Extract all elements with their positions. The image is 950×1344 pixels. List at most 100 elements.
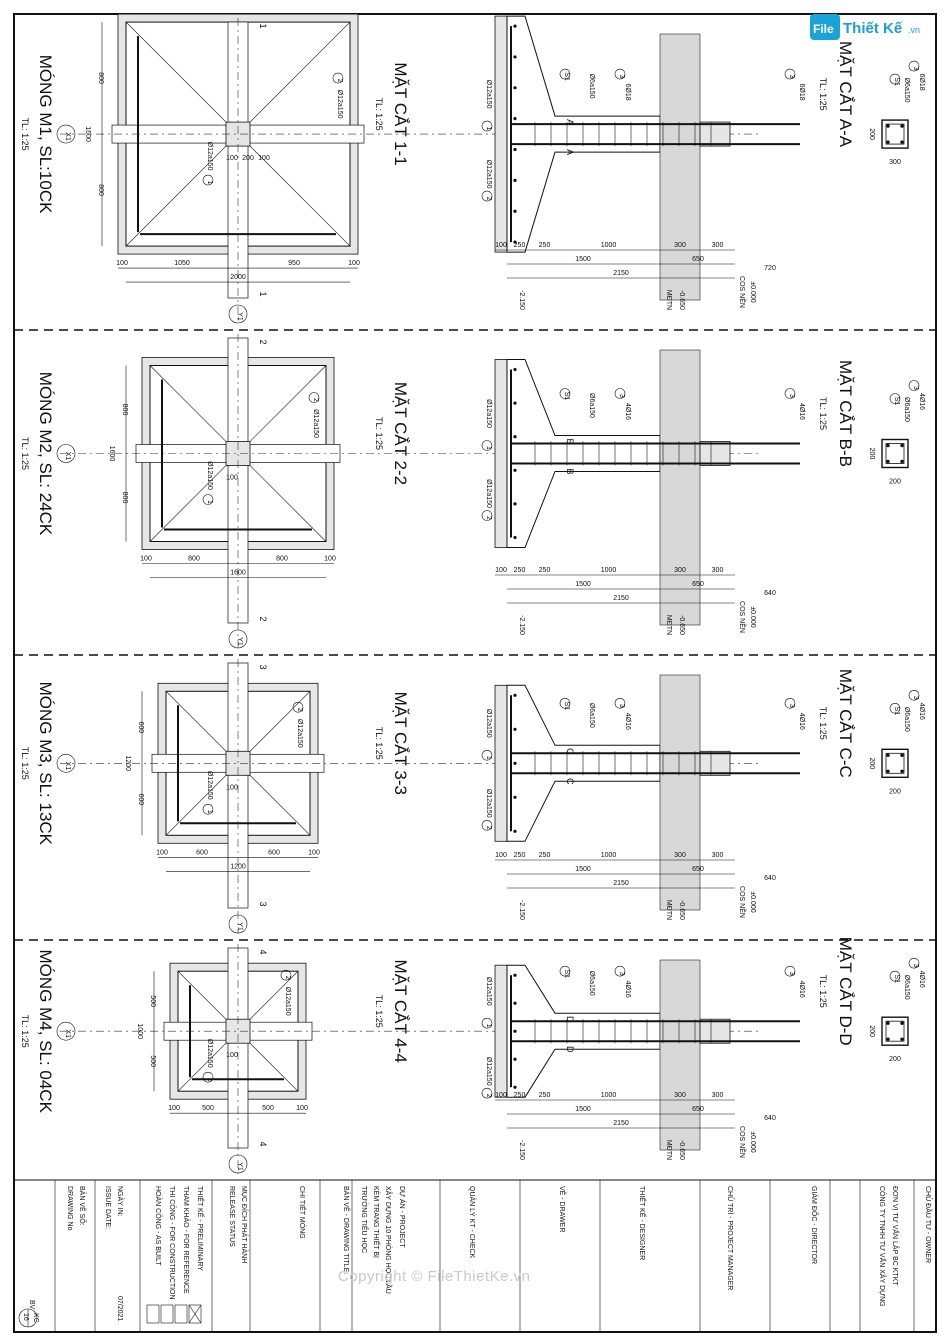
rebar-mark-circle xyxy=(559,68,571,80)
level-value: ±0.000 xyxy=(749,1131,756,1152)
rebar-mark-circle xyxy=(292,701,304,713)
plan-side-dim-total: 1600 xyxy=(108,446,115,462)
section-dim-value: 1000 xyxy=(601,852,617,859)
plan-side-dim: 500 xyxy=(149,1055,156,1067)
bar-dot xyxy=(513,1001,517,1005)
level-label: COS NỀN xyxy=(738,601,748,633)
section-dim-value: 1500 xyxy=(575,581,591,588)
rebar-mark: 1 xyxy=(485,446,492,450)
rebar-mark-circle xyxy=(889,702,901,714)
plan-dim-value: 500 xyxy=(262,1105,274,1112)
section-dim-value: 650 xyxy=(692,866,704,873)
rebar-mark: 2 xyxy=(485,826,492,830)
column-section-scale: TL: 1:25 xyxy=(818,707,828,740)
level-value: ±0.000 xyxy=(749,606,756,627)
stirrup-label: Ø6a150 xyxy=(588,703,595,728)
column-dim: 100 xyxy=(226,155,238,162)
status-checkbox xyxy=(174,1304,188,1324)
column-bar-dot xyxy=(886,459,890,464)
foundation-scale: TL: 1:25 xyxy=(20,1015,30,1048)
rebar-mark-circle xyxy=(908,380,920,391)
bar-dot xyxy=(513,727,517,731)
axis-y-bubble-circle xyxy=(228,914,248,934)
axis-y-bubble-circle xyxy=(228,629,248,649)
rebar-mark-circle xyxy=(889,73,901,85)
main-bar-label: 4Ø16 xyxy=(624,981,631,998)
axis-x-bubble-circle xyxy=(56,1021,76,1041)
title-project-name-3: TRƯỜNG TIỂU HỌC xyxy=(360,1186,369,1253)
rebar-mark: 1 xyxy=(206,181,213,185)
column-section-title: MẶT CẮT A-A xyxy=(836,41,855,148)
plan-rebar-label: Ø12a150 xyxy=(206,1039,213,1068)
rebar-mark-circle xyxy=(332,72,344,84)
ground-beam-section xyxy=(699,1018,731,1044)
column-stirrup xyxy=(885,123,905,145)
section-letter: D xyxy=(565,1046,575,1053)
rebar-mark-circle xyxy=(614,68,626,80)
section-rebar-label: Ø12a150 xyxy=(485,479,492,508)
plan-dim-value: 100 xyxy=(324,556,336,563)
drawing-no-prefix: BV xyxy=(28,1300,35,1310)
drawing-code: KC xyxy=(32,1313,39,1323)
rebar-mark-circle xyxy=(481,819,493,831)
backfill-gravel xyxy=(659,33,701,301)
foundation-scale: TL: 1:25 xyxy=(20,747,30,780)
section-dim-value: 250 xyxy=(514,567,526,574)
title-drawing-no-label-2: DRAWING No xyxy=(66,1186,73,1231)
plan-dim-value: 100 xyxy=(348,260,360,267)
filethietke-logo: File Thiết Kế .vn xyxy=(808,8,936,48)
bar-dot xyxy=(513,209,517,213)
rebar-mark: 2 xyxy=(312,398,319,402)
lean-concrete-section xyxy=(494,964,508,1098)
section-dim-value: 250 xyxy=(539,567,551,574)
column-dim-value: 200 xyxy=(868,1025,875,1037)
lean-concrete-section xyxy=(494,15,508,253)
foundation-title: MÓNG M4, SL: 04CK xyxy=(36,949,55,1113)
bar-dot xyxy=(513,24,517,28)
section-dim-value: 100 xyxy=(495,1092,507,1099)
section-offset-value: 640 xyxy=(764,1115,776,1122)
stirrup-label: Ø6a150 xyxy=(588,74,595,99)
column-section-title: MẶT CẮT D-D xyxy=(836,937,855,1046)
title-status-2: THAM KHẢO - FOR REFERENCE xyxy=(182,1186,191,1294)
footing-section xyxy=(494,349,800,626)
rebar-mark-circle xyxy=(559,697,571,709)
rebar-mark: S1 xyxy=(893,77,900,86)
section-rebar-label: Ø12a150 xyxy=(485,399,492,428)
column-bar-dot xyxy=(900,1021,904,1025)
title-consultant-label: ĐƠN VỊ TƯ VẤN LẬP BC KTKT xyxy=(891,1186,901,1286)
column-dim: 100 xyxy=(226,1052,238,1059)
axis-y-bubble: Y1 xyxy=(236,312,243,321)
bar-dot xyxy=(513,178,517,182)
level-label: MĐTN xyxy=(665,1140,672,1160)
section-dim-value: 300 xyxy=(712,852,724,859)
level-label: COS NỀN xyxy=(738,276,748,308)
section-letter: B xyxy=(565,468,575,474)
backfill-gravel xyxy=(659,674,701,911)
plan-side-dim-total: 1000 xyxy=(136,1023,143,1039)
column-cross-section xyxy=(881,748,909,778)
ground-beam-section xyxy=(699,441,731,466)
section-letter: A xyxy=(565,149,575,155)
plan-side-dim-total: 1600 xyxy=(84,126,91,142)
plan-dim-value: 500 xyxy=(202,1105,214,1112)
stirrup-label: Ø6a150 xyxy=(588,393,595,418)
column-bar-label: 4Ø16 xyxy=(918,393,925,410)
title-status-1: THIẾT KẾ - PRELIMINARY xyxy=(196,1186,206,1271)
rebar-mark-circle xyxy=(559,388,571,399)
column-dim-value: 200 xyxy=(868,128,875,140)
section-cut-title: MẶT CẮT 4-4 xyxy=(391,960,410,1063)
rebar-mark-circle xyxy=(202,1071,214,1083)
status-checkbox xyxy=(146,1304,160,1324)
section-dim-value: 300 xyxy=(712,1092,724,1099)
column-bar-dot xyxy=(886,140,890,144)
column-bar-dot xyxy=(900,753,904,757)
section-dim-value: 1500 xyxy=(575,866,591,873)
section-letter: D xyxy=(565,1016,575,1023)
section-rebar-label: Ø12a150 xyxy=(485,789,492,818)
section-offset-value: 640 xyxy=(764,590,776,597)
bar-dot xyxy=(513,761,517,765)
bar-dot xyxy=(513,502,517,506)
column-section-title: MẶT CẮT B-B xyxy=(836,360,855,467)
